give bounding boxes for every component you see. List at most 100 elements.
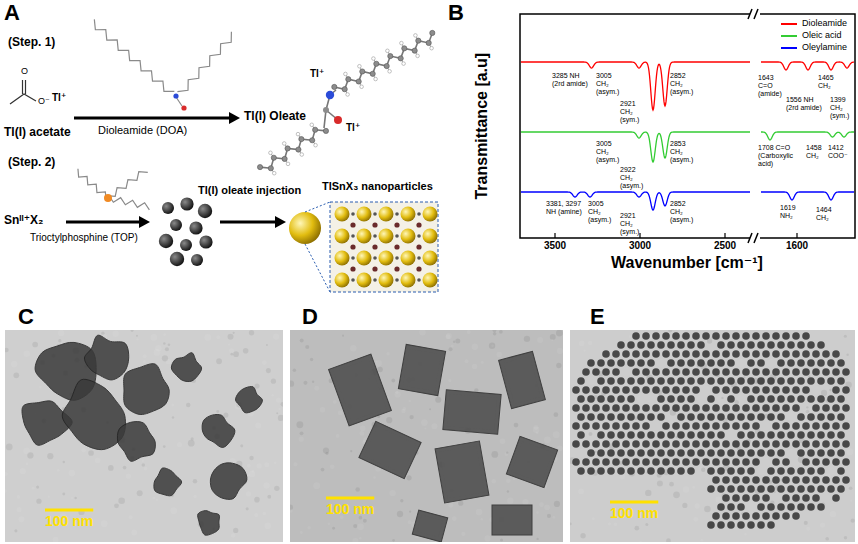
scale-label: 100 nm: [610, 506, 658, 521]
spectrum-line: [761, 62, 854, 70]
hydrogen-atom: [300, 153, 304, 157]
carbon-atom: [388, 53, 393, 58]
bond: [334, 33, 432, 89]
sn-nanoparticle: [170, 219, 182, 231]
peak-label: 3285 NH (2rd amide): [552, 72, 592, 88]
ion-label: Tl⁺: [52, 92, 66, 104]
hydrogen-atom: [286, 162, 290, 166]
carbon-atom: [313, 127, 318, 132]
top-structure: [78, 169, 149, 210]
carbon-atom: [342, 87, 347, 92]
spectrum-line: [761, 192, 854, 200]
sn-nanoparticle: [191, 254, 203, 266]
carbon-atom: [430, 30, 435, 35]
reaction-arrow: [220, 221, 278, 224]
peak-label: 2852 CH₂ (asym.): [670, 72, 700, 96]
tem-image: 100 nm: [290, 330, 563, 542]
sn-nanoparticle: [180, 197, 193, 210]
peak-label: 2922 CH₂ (asym.): [620, 166, 650, 190]
panel-letter: B: [448, 0, 464, 25]
spectrum-line: [761, 132, 854, 140]
carbon-atom: [268, 166, 273, 171]
hydrogen-atom: [416, 54, 420, 58]
ion-label: Tl⁺: [310, 68, 324, 80]
scale-bar: [45, 509, 93, 512]
reagent-label: Dioleamide (DOA): [98, 124, 187, 137]
phosphorus-atom: [104, 194, 112, 202]
arrow-head: [275, 216, 286, 228]
hydrogen-atom: [400, 41, 404, 45]
arrow-head: [229, 112, 240, 124]
product-label: TlSnX₃ nanoparticles: [322, 180, 433, 193]
carbon-atom: [299, 137, 304, 142]
legend-swatch: [780, 19, 798, 29]
bond: [260, 130, 326, 168]
axis-title: Transmittance [a.u]: [473, 53, 491, 200]
carbon-atom: [412, 48, 417, 53]
carbon-atom: [282, 156, 287, 161]
nanoparticle-sphere: [289, 212, 321, 244]
reagent-label: Snᴵᴵ⁺X₂: [4, 214, 43, 228]
legend-swatch: [780, 43, 798, 53]
peak-label: 3005 CH₂ (asym.): [588, 200, 618, 224]
atom-label: O: [21, 66, 28, 76]
hydrogen-atom: [372, 57, 376, 61]
peak-label: 1458 CH₂: [806, 144, 826, 160]
scale-bar: [326, 497, 374, 500]
carbon-atom: [271, 155, 276, 160]
tick-label: 3500: [544, 240, 566, 252]
carbon-atom: [332, 84, 337, 89]
axis-title: Wavenumber [cm⁻¹]: [611, 254, 763, 272]
sn-nanoparticle: [170, 252, 184, 266]
peak-label: 1412 COO⁻: [828, 144, 854, 160]
zoom-line: [305, 202, 330, 212]
dioleamide-structure: [94, 19, 231, 106]
legend-label: Oleic acid: [802, 30, 842, 41]
carbon-atom: [384, 63, 389, 68]
acetate-structure: [10, 80, 36, 104]
nitrogen-atom: [173, 93, 178, 98]
peak-label: 2921 CH₂ (sym.): [620, 100, 650, 124]
plot-frame: [520, 9, 855, 243]
panel-letter: C: [18, 304, 34, 329]
nitrogen-atom: [326, 91, 334, 99]
tick-label: 2500: [714, 240, 736, 252]
peak-label: 2852 CH₂ (asym.): [670, 200, 700, 224]
hydrogen-atom: [344, 72, 348, 76]
carbon-atom: [346, 77, 351, 82]
peak-label: 1643 C=O (amide): [758, 74, 784, 98]
sn-nanoparticle: [162, 202, 174, 214]
carbon-atom: [416, 38, 421, 43]
hydrogen-atom: [430, 46, 434, 50]
carbon-atom: [356, 79, 361, 84]
carbon-atom: [370, 71, 375, 76]
hydrogen-atom: [314, 143, 318, 147]
ion-label: Tl⁺: [346, 122, 360, 134]
carbon-atom: [398, 56, 403, 61]
peak-label: 1399 CH₂ (sym.): [830, 96, 854, 120]
hydrogen-atom: [269, 151, 273, 155]
hydrogen-atom: [296, 132, 300, 136]
hydrogen-atom: [310, 123, 314, 127]
peak-label: 3381, 3297 NH (amine): [546, 200, 586, 216]
legend-label: Oleylamine: [802, 42, 847, 53]
peak-label: 1619 NH₂: [780, 204, 802, 220]
tick-mark: [639, 233, 640, 238]
tick-mark: [724, 233, 725, 238]
oxygen-atom: [181, 105, 186, 110]
hydrogen-atom: [388, 70, 392, 74]
hydrogen-atom: [358, 64, 362, 68]
bond: [324, 95, 330, 128]
carbon-atom: [310, 138, 315, 143]
tick-label: 1600: [786, 240, 808, 252]
hydrogen-atom: [272, 171, 276, 175]
legend-label: Dioleamide: [802, 18, 847, 29]
tick-mark: [796, 233, 797, 238]
reaction-arrow: [74, 117, 232, 120]
hydrogen-atom: [360, 85, 364, 89]
peak-label: 1464 CH₂: [816, 206, 838, 222]
peak-label: 3005 CH₂ (asym.): [596, 140, 626, 164]
carbon-atom: [374, 61, 379, 66]
peak-label: 3005 CH₂ (asym.): [596, 72, 626, 96]
hydrogen-atom: [282, 142, 286, 146]
